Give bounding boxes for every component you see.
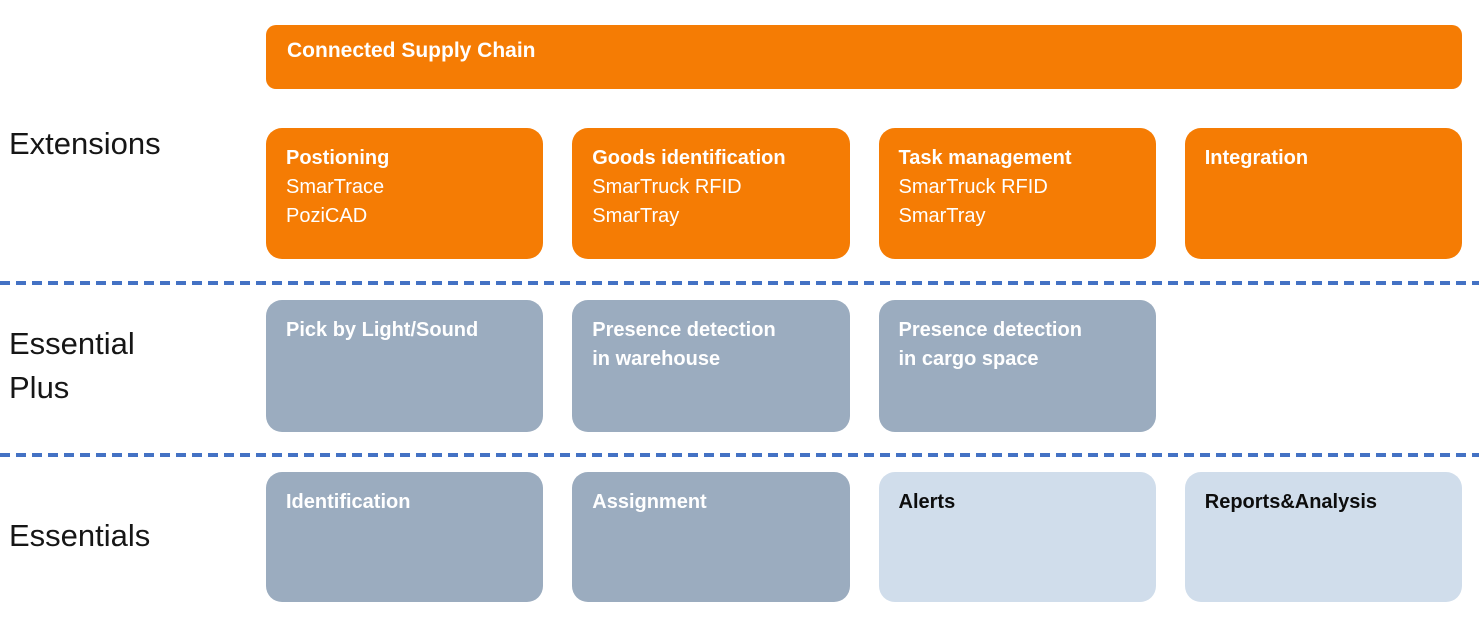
box-title: Goods identification [592, 147, 786, 169]
box-item: SmarTrace [286, 176, 385, 198]
box-title: Integration [1204, 147, 1309, 169]
banner-title: Connected Supply Chain [287, 39, 536, 62]
box-integration: Integration [1184, 128, 1462, 259]
box-identification: Identification [266, 472, 544, 602]
box-goods-identification: Goods identification SmarTruck RFID Smar… [572, 128, 850, 259]
box-title: Alerts [898, 491, 956, 513]
box-postioning: Postioning SmarTrace PoziCAD [266, 128, 544, 259]
dashed-separator-1 [0, 281, 1479, 285]
box-title: Presence detection in warehouse [592, 319, 776, 370]
box-pick-by-light-sound: Pick by Light/Sound [266, 300, 544, 432]
essential-plus-row: Pick by Light/Sound Presence detection i… [266, 300, 1462, 432]
box-item: SmarTruck RFID [592, 176, 742, 198]
box-item: PoziCAD [286, 205, 368, 227]
box-assignment: Assignment [572, 472, 850, 602]
box-task-management: Task management SmarTruck RFID SmarTray [878, 128, 1156, 259]
box-title: Reports&Analysis [1204, 491, 1378, 513]
box-title: Task management [898, 147, 1072, 169]
extensions-row: Postioning SmarTrace PoziCAD Goods ident… [266, 128, 1462, 259]
box-item: SmarTruck RFID [898, 176, 1048, 198]
box-title: Presence detection in cargo space [898, 319, 1082, 370]
essentials-row: Identification Assignment Alerts Reports… [266, 472, 1462, 602]
box-alerts: Alerts [878, 472, 1156, 602]
box-item: SmarTray [592, 205, 680, 227]
connected-supply-chain-banner: Connected Supply Chain [266, 25, 1462, 89]
box-title: Identification [286, 491, 411, 513]
box-title: Assignment [592, 491, 707, 513]
tier-label-essential-plus: Essential Plus [9, 326, 135, 405]
dashed-separator-2 [0, 453, 1479, 457]
box-reports-analysis: Reports&Analysis [1184, 472, 1462, 602]
box-title: Pick by Light/Sound [286, 319, 479, 341]
tier-label-extensions: Extensions [9, 126, 161, 161]
box-presence-detection-cargo: Presence detection in cargo space [878, 300, 1156, 432]
box-presence-detection-warehouse: Presence detection in warehouse [572, 300, 850, 432]
tier-label-essentials: Essentials [9, 518, 151, 553]
box-item: SmarTray [898, 205, 986, 227]
box-title: Postioning [286, 147, 390, 169]
